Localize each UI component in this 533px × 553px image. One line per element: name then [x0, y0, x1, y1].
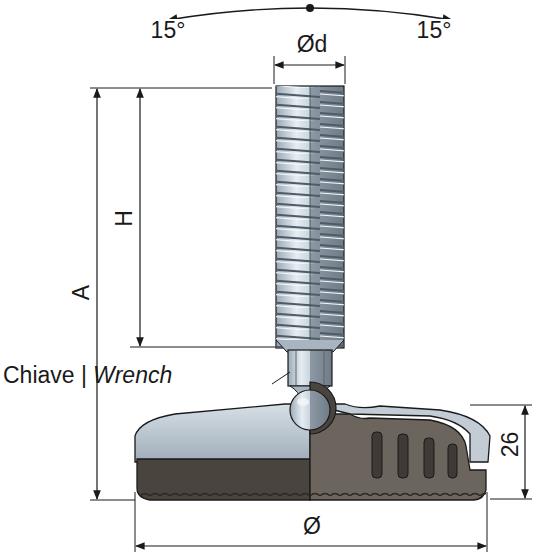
dimension-line [275, 64, 344, 65]
leader-line [272, 372, 290, 384]
diameter-label: Ø [301, 515, 323, 538]
extension-line [90, 500, 135, 501]
dimension-label: 26 [500, 429, 523, 459]
section-line [310, 86, 311, 348]
dimension-line [524, 406, 525, 498]
dimension-label: H [113, 208, 136, 229]
body-section [310, 414, 486, 500]
body-slots [372, 432, 457, 478]
pad-grip [140, 490, 310, 499]
thread [276, 86, 344, 348]
extension-line [490, 499, 532, 500]
extension-line [274, 56, 275, 84]
hex-edge [296, 350, 297, 386]
extension-line [345, 56, 346, 84]
dimension-line [136, 545, 486, 546]
ball-joint [290, 390, 330, 430]
base-cap [135, 404, 310, 462]
hex-edge [324, 350, 325, 386]
angle-label: 15° [149, 19, 188, 42]
dimension-line [96, 89, 97, 499]
extension-line [470, 405, 532, 406]
diameter-label: Ød [295, 33, 330, 56]
extension-line [487, 492, 488, 552]
pivot-dot [306, 4, 314, 12]
part-name: Chiave | [3, 364, 87, 387]
extension-line [90, 88, 272, 89]
hex-wrench-flats [288, 350, 332, 386]
dimension-label: A [71, 282, 94, 301]
dimension-line [139, 89, 140, 346]
extension-line [130, 347, 285, 348]
angle-label: 15° [415, 19, 454, 42]
threaded-stud [276, 86, 344, 348]
wrench-callout: Chiave | Wrench [3, 364, 172, 387]
pad-grip [310, 488, 486, 499]
extension-line [135, 492, 136, 552]
ball-highlight [297, 398, 309, 406]
part-name: Wrench [93, 364, 172, 387]
rubber-pad [137, 459, 310, 500]
